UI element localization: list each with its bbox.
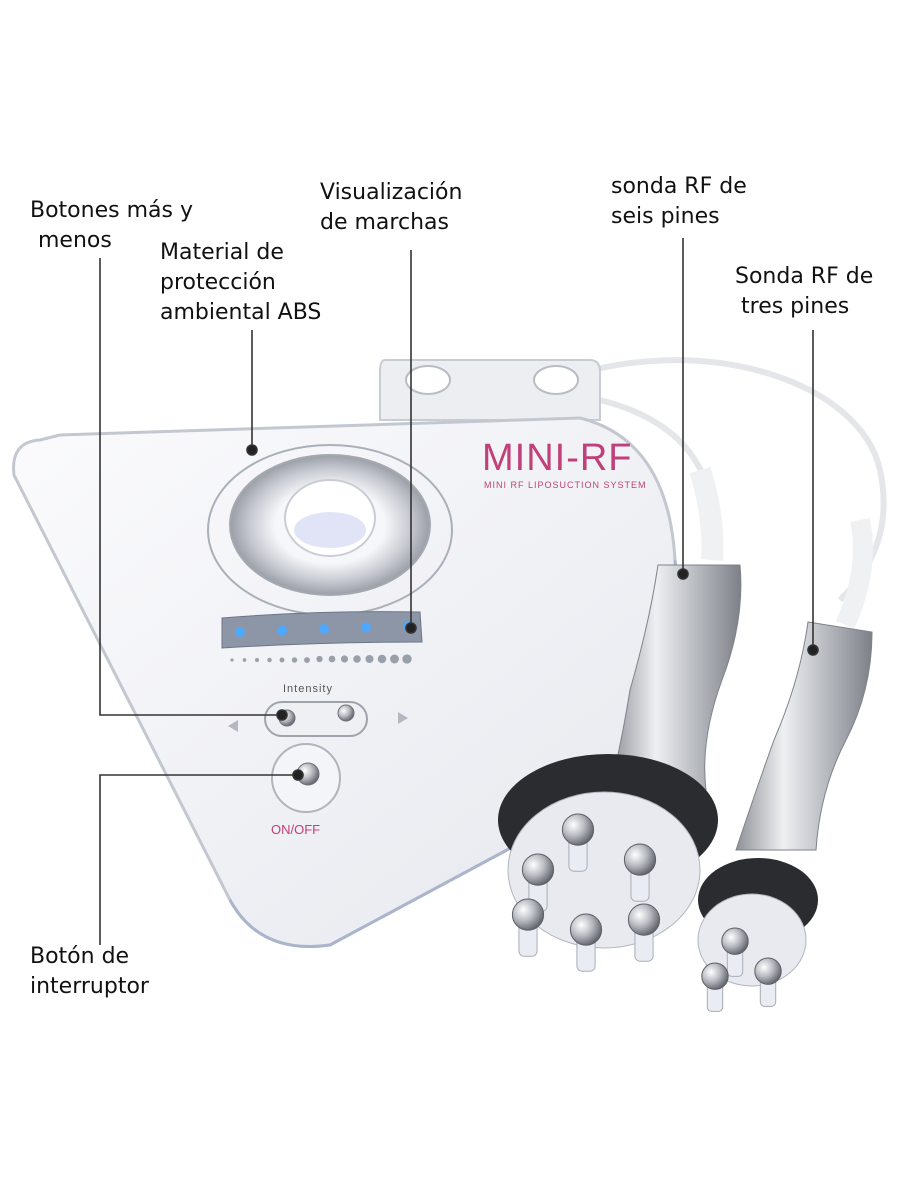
rf-pin bbox=[561, 813, 595, 872]
rf-pin bbox=[627, 903, 661, 962]
brand-subtitle: MINI RF LIPOSUCTION SYSTEM bbox=[484, 480, 647, 490]
label-plus-minus-buttons: Botones más y menos bbox=[30, 198, 193, 253]
intensity-dot bbox=[304, 657, 310, 663]
intensity-dot bbox=[279, 657, 285, 663]
rf-pin bbox=[569, 913, 603, 972]
three-pin-probe bbox=[697, 518, 873, 1012]
power-label: ON/OFF bbox=[271, 822, 320, 837]
gear-led bbox=[319, 624, 329, 634]
intensity-dot bbox=[365, 654, 374, 664]
gear-led bbox=[235, 627, 245, 637]
plus-button[interactable] bbox=[337, 704, 355, 722]
gear-led bbox=[277, 625, 287, 636]
label-abs-material: Material de protección ambiental ABS bbox=[160, 240, 322, 325]
intensity-dot bbox=[328, 655, 336, 663]
intensity-label: Intensity bbox=[283, 683, 333, 695]
label-gear-display: Visualización de marchas bbox=[320, 180, 463, 235]
intensity-dot bbox=[230, 658, 234, 662]
left-arrow-icon bbox=[228, 720, 238, 732]
callout-line-switch bbox=[99, 774, 298, 945]
right-arrow-icon bbox=[398, 712, 408, 724]
intensity-dot bbox=[377, 654, 387, 664]
gear-led bbox=[361, 622, 371, 633]
intensity-scale-dots bbox=[230, 654, 412, 664]
intensity-dot bbox=[353, 655, 361, 663]
intensity-dot bbox=[316, 655, 323, 663]
rf-pin bbox=[754, 957, 782, 1007]
intensity-dot bbox=[402, 654, 412, 664]
callout-line-buttons bbox=[99, 258, 282, 716]
brand-logo: MINI-RF bbox=[482, 437, 633, 479]
label-three-pin-probe: Sonda RF de tres pines bbox=[735, 264, 874, 319]
intensity-dot bbox=[242, 658, 247, 662]
six-pin-probe bbox=[498, 466, 742, 972]
intensity-dot bbox=[267, 657, 272, 663]
intensity-dot bbox=[390, 654, 399, 664]
label-power-switch: Botón de interruptor bbox=[30, 944, 149, 999]
intensity-dot bbox=[340, 655, 349, 663]
rf-pin bbox=[511, 898, 545, 957]
label-six-pin-probe: sonda RF de seis pines bbox=[611, 174, 747, 229]
intensity-dot bbox=[291, 657, 298, 663]
rf-pin bbox=[721, 927, 749, 977]
rf-pin bbox=[701, 962, 729, 1012]
rf-pin bbox=[623, 843, 657, 902]
intensity-dot bbox=[254, 657, 260, 663]
